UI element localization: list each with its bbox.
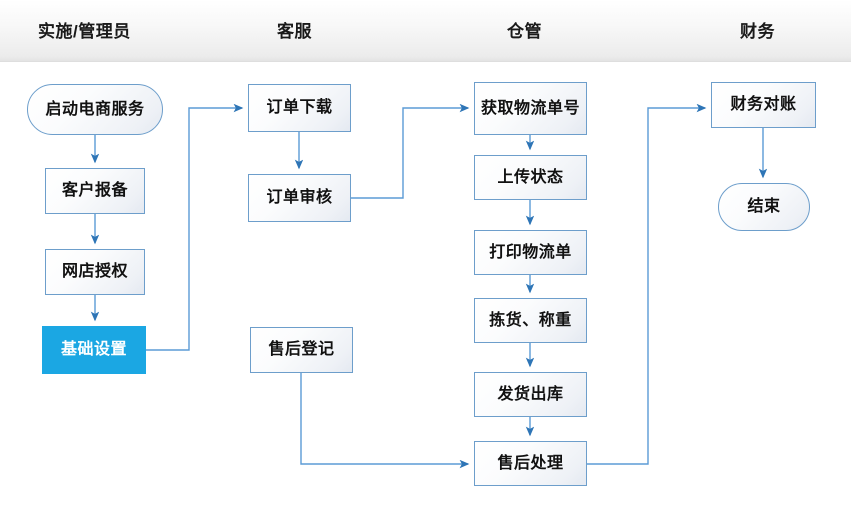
connector-after-sale-reg-to-after-sale-proc (300, 373, 470, 469)
lane-title-3: 财务 (740, 22, 775, 41)
node-after-sale-reg[interactable]: 售后登记 (250, 327, 353, 373)
node-order-download[interactable]: 订单下载 (248, 84, 351, 132)
node-end[interactable]: 结束 (718, 183, 810, 231)
connector-after-sale-proc-to-finance-recon (587, 103, 707, 465)
swimlane-header: 实施/管理员 客服 仓管 财务 (0, 0, 851, 62)
connector-basic-setting-to-order-download (146, 103, 244, 351)
lane-title-2: 仓管 (507, 22, 542, 41)
node-get-waybill-no[interactable]: 获取物流单号 (474, 82, 587, 135)
node-shop-auth[interactable]: 网店授权 (45, 249, 145, 295)
node-print-waybill[interactable]: 打印物流单 (474, 230, 587, 275)
node-order-review[interactable]: 订单审核 (248, 174, 351, 222)
node-basic-setting[interactable]: 基础设置 (42, 326, 146, 374)
node-ship-out[interactable]: 发货出库 (474, 372, 587, 417)
node-after-sale-proc[interactable]: 售后处理 (474, 441, 587, 486)
node-customer-report[interactable]: 客户报备 (45, 168, 145, 214)
connector-order-review-to-get-waybill-no (351, 103, 470, 199)
node-upload-status[interactable]: 上传状态 (474, 155, 587, 200)
node-pick-weigh[interactable]: 拣货、称重 (474, 298, 587, 343)
node-finance-recon[interactable]: 财务对账 (711, 82, 816, 128)
node-start[interactable]: 启动电商服务 (27, 84, 163, 135)
lane-title-1: 客服 (277, 22, 312, 41)
lane-title-0: 实施/管理员 (38, 22, 131, 41)
